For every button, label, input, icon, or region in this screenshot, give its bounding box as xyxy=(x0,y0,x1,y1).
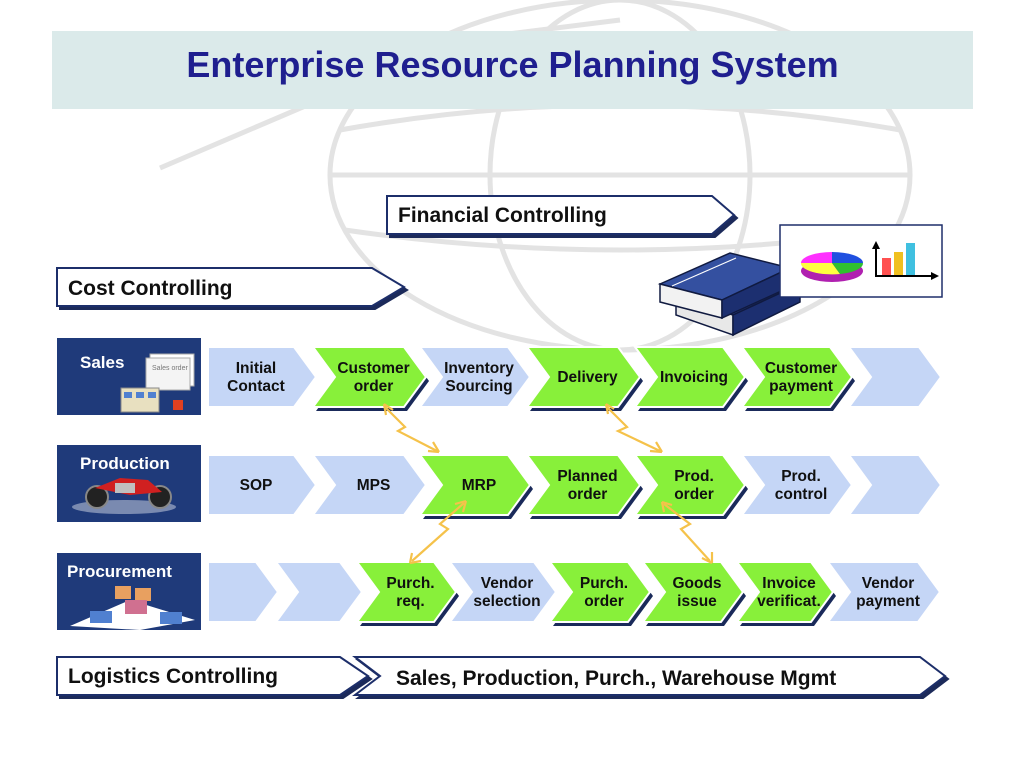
svg-text:Sales order: Sales order xyxy=(152,365,188,372)
step-procurement-empty-1 xyxy=(274,561,364,623)
step-procurement-purch-req: Purch.req. xyxy=(355,561,459,626)
step-label-line: payment xyxy=(769,378,833,395)
step-label-line: Goods xyxy=(672,575,721,592)
step-label-line: Invoice xyxy=(762,575,816,592)
sales-row-label: Sales Sales order xyxy=(57,338,201,415)
cost-controlling-label: Cost Controlling xyxy=(68,277,232,300)
sales-process-row: InitialContactCustomerorderInventorySour… xyxy=(207,346,943,411)
financial-controlling-label: Financial Controlling xyxy=(398,204,607,227)
step-label-line: Vendor xyxy=(862,575,915,592)
pie-chart-icon xyxy=(800,252,864,282)
step-label-line: control xyxy=(775,486,828,503)
link-prod-order-to-goods-issue xyxy=(660,500,714,564)
step-sales-invoicing: Invoicing xyxy=(633,346,748,411)
step-procurement-purch-order: Purch.order xyxy=(548,561,653,626)
title-band xyxy=(52,31,973,109)
step-label-line: MRP xyxy=(462,477,496,494)
documents-icon: Sales order xyxy=(145,353,195,391)
step-label-line: SOP xyxy=(240,477,273,494)
financial-controlling-banner: Financial Controlling xyxy=(386,195,736,235)
step-label-line: Planned xyxy=(557,468,617,485)
step-label-line: req. xyxy=(396,593,424,610)
svg-text:Procurement: Procurement xyxy=(67,562,172,581)
step-label-line: order xyxy=(568,486,608,503)
step-label-line: Purch. xyxy=(580,575,628,592)
step-label-line: Initial xyxy=(236,360,276,377)
logistics-controlling-banner: Logistics Controlling xyxy=(56,656,370,696)
step-label-line: Invoicing xyxy=(660,369,728,386)
logistics-scope-label: Sales, Production, Purch., Warehouse Mgm… xyxy=(396,667,836,690)
step-label-line: Purch. xyxy=(386,575,434,592)
step-label-line: order xyxy=(354,378,394,395)
step-label-line: Prod. xyxy=(781,468,821,485)
step-production-prod-order: Prod.order xyxy=(633,454,748,519)
svg-text:Production: Production xyxy=(80,454,170,473)
step-sales-empty-6 xyxy=(847,346,943,408)
step-label-line: Inventory xyxy=(444,360,514,377)
step-label-line: Customer xyxy=(337,360,409,377)
step-label-line: issue xyxy=(677,593,717,610)
procurement-process-row: Purch.req.VendorselectionPurch.orderGood… xyxy=(207,561,942,626)
step-production-mrp: MRP xyxy=(418,454,533,519)
step-production-mps: MPS xyxy=(311,454,428,516)
step-label-line: verificat. xyxy=(757,593,821,610)
step-label-line: MPS xyxy=(357,477,391,494)
step-label-line: order xyxy=(584,593,624,610)
link-delivery-to-prod-order xyxy=(604,403,663,454)
warehouse-icon xyxy=(120,387,183,413)
step-label-line: selection xyxy=(473,593,540,610)
step-label-line: Prod. xyxy=(674,468,714,485)
step-procurement-empty-0 xyxy=(207,561,280,623)
link-mrp-to-purch-req xyxy=(408,499,468,565)
step-production-empty-6 xyxy=(847,454,943,516)
step-label-line: payment xyxy=(856,593,920,610)
integration-links xyxy=(382,403,714,565)
step-sales-delivery: Delivery xyxy=(525,346,643,411)
logistics-controlling-label: Logistics Controlling xyxy=(68,665,278,688)
step-production-sop: SOP xyxy=(207,454,318,516)
charts-panel xyxy=(779,224,943,298)
books-icon xyxy=(657,252,803,337)
svg-text:Sales: Sales xyxy=(80,353,124,372)
cost-controlling-banner: Cost Controlling xyxy=(56,267,406,307)
step-label-line: Vendor xyxy=(481,575,534,592)
page-title: Enterprise Resource Planning System xyxy=(186,44,839,85)
motorcycle-icon xyxy=(72,478,176,514)
step-label-line: order xyxy=(674,486,714,503)
step-label-line: Delivery xyxy=(557,369,618,386)
pallet-icon xyxy=(70,586,195,630)
production-row-label: Production xyxy=(57,445,201,522)
link-customer-order-to-mrp xyxy=(382,403,440,454)
bar-chart-icon xyxy=(872,241,939,280)
step-production-prod-control: Prod.control xyxy=(740,454,854,516)
procurement-row-label: Procurement xyxy=(57,553,201,630)
logistics-scope-banner: Sales, Production, Purch., Warehouse Mgm… xyxy=(352,656,947,696)
step-label-line: Customer xyxy=(765,360,837,377)
step-label-line: Contact xyxy=(227,378,285,395)
step-label-line: Sourcing xyxy=(445,378,512,395)
